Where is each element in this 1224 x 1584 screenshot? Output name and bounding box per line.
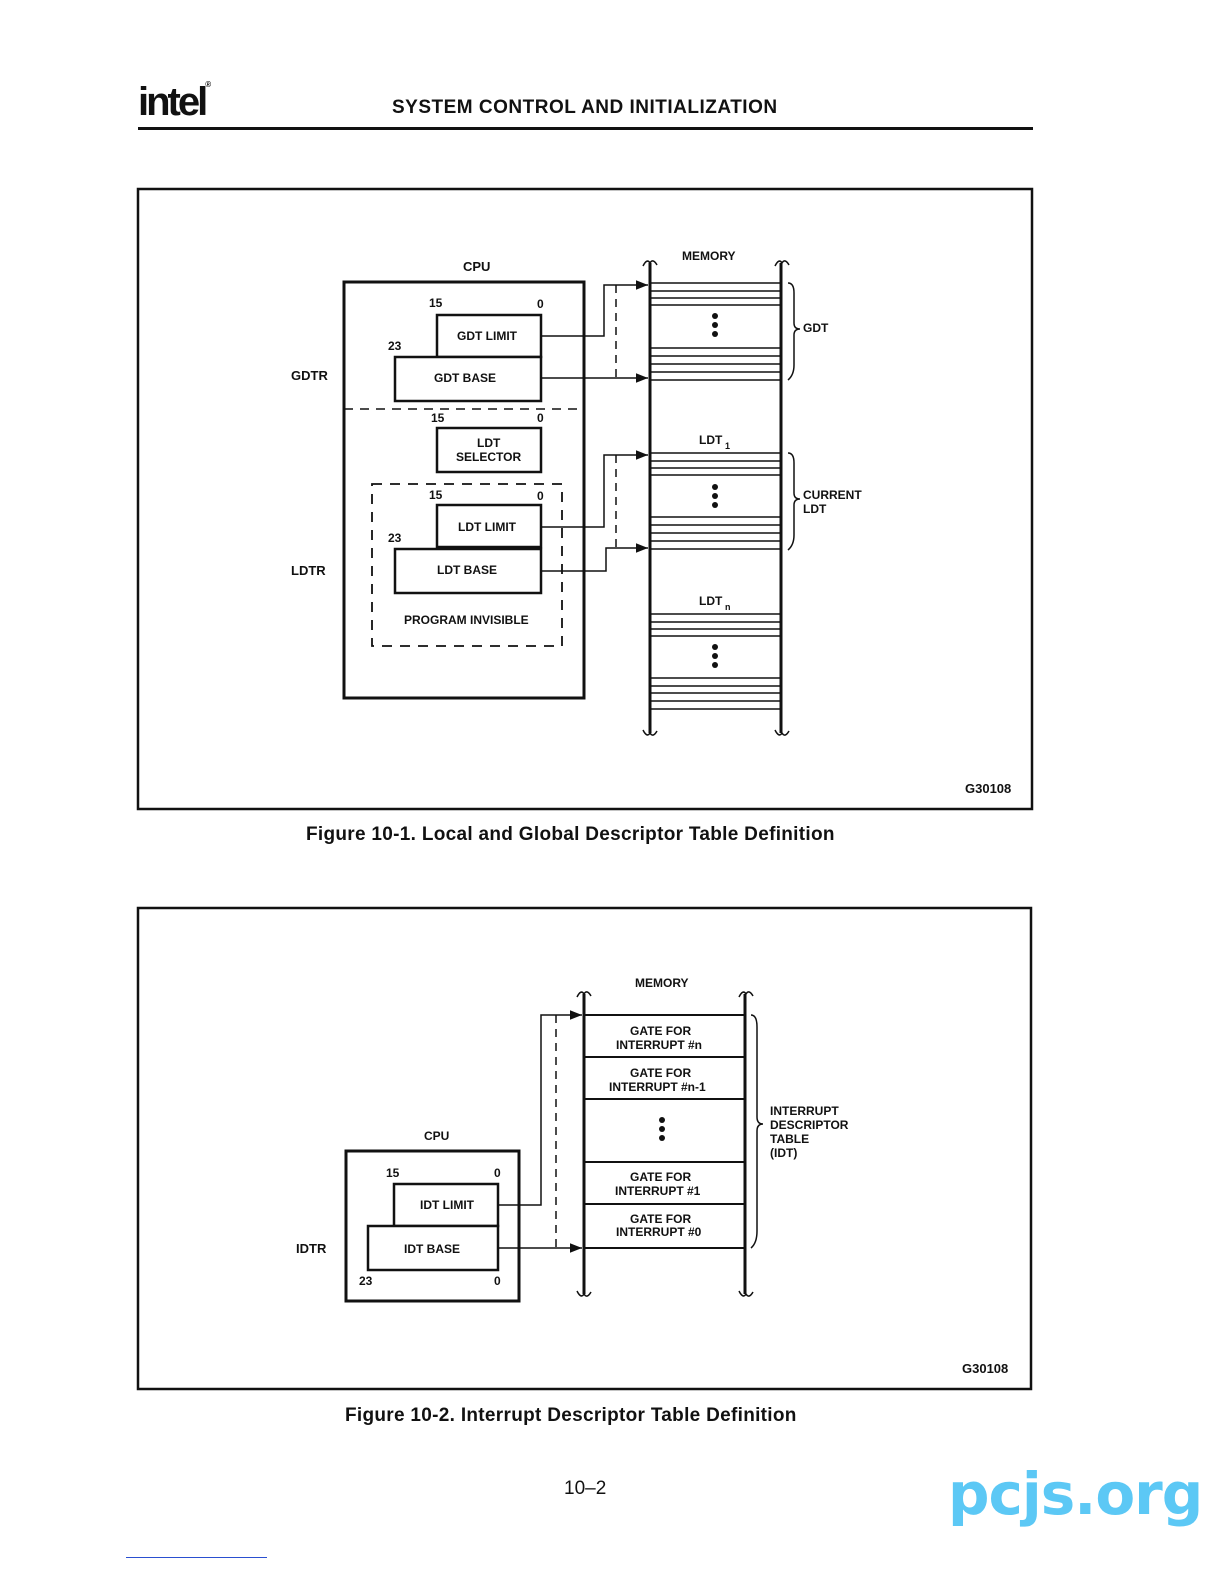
ldt-base-label: LDT BASE [437, 563, 497, 577]
ldt-selector-box [435, 426, 543, 474]
ldt-selector-line2: SELECTOR [456, 450, 521, 464]
gdt-rows [650, 282, 781, 381]
ldt-bit15: 15 [429, 488, 443, 502]
figure-2-frame [136, 906, 1033, 1391]
gdtr-label: GDTR [291, 368, 328, 383]
ldt1-rows [650, 452, 781, 550]
idtr-label: IDTR [296, 1241, 327, 1256]
footer-line [126, 1557, 267, 1558]
current-ldt-brace [787, 452, 801, 551]
figure-1-caption: Figure 10-1. Local and Global Descriptor… [306, 824, 835, 845]
fig1-cpu-box [342, 280, 586, 700]
page-header-title: SYSTEM CONTROL AND INITIALIZATION [392, 97, 778, 118]
idt-rows [584, 1014, 745, 1249]
gate-1-line2: INTERRUPT #1 [615, 1184, 701, 1198]
gdt-brace [787, 282, 801, 381]
idt-base-label: IDT BASE [404, 1242, 460, 1256]
idt-bit15: 15 [386, 1166, 400, 1180]
header-rule [138, 127, 1033, 130]
ldtsel-bit15: 15 [431, 411, 445, 425]
fig1-connectors [541, 280, 648, 572]
idt-limit-label: IDT LIMIT [420, 1198, 475, 1212]
fig1-cpu-label: CPU [463, 259, 490, 274]
idt-bit0: 0 [494, 1166, 501, 1180]
fig2-connectors [498, 1010, 582, 1253]
page-number: 10–2 [564, 1478, 607, 1499]
ldt-bit23: 23 [388, 531, 402, 545]
figure-10-1: CPU GDTR 15 0 23 GDT LIMIT GDT BASE 15 0… [136, 187, 1034, 811]
ldtsel-bit0: 0 [537, 411, 544, 425]
gate-0-line2: INTERRUPT #0 [616, 1225, 702, 1239]
ldt-limit-box [435, 503, 543, 549]
ldtn-label: LDT [699, 594, 723, 608]
figure-10-2: MEMORY GATE FOR INTERRUPT #n GATE FOR IN… [136, 906, 1033, 1391]
gdt-bit23: 23 [388, 339, 402, 353]
idt-label-line3: TABLE [770, 1132, 809, 1146]
gdt-base-label: GDT BASE [434, 371, 496, 385]
gate-n1-line2: INTERRUPT #n-1 [609, 1080, 706, 1094]
ldt1-label: LDT [699, 433, 723, 447]
fig1-code: G30108 [965, 781, 1011, 796]
gate-n-line2: INTERRUPT #n [616, 1038, 702, 1052]
fig2-code: G30108 [962, 1361, 1008, 1376]
fig2-cpu-box [344, 1149, 521, 1303]
gate-n-line1: GATE FOR [630, 1024, 691, 1038]
fig2-memory-label: MEMORY [635, 976, 689, 990]
ldt-bit0: 0 [537, 489, 544, 503]
gdt-limit-label: GDT LIMIT [457, 329, 518, 343]
idt-base-box [366, 1224, 500, 1272]
idt-label-line4: (IDT) [770, 1146, 797, 1160]
gate-n1-line1: GATE FOR [630, 1066, 691, 1080]
idt-brace [750, 1014, 764, 1249]
current-ldt-line2: LDT [803, 502, 827, 516]
program-invisible-label: PROGRAM INVISIBLE [404, 613, 529, 627]
figure-1-frame [136, 187, 1034, 811]
current-ldt-line1: CURRENT [803, 488, 862, 502]
idt-label-line2: DESCRIPTOR [770, 1118, 849, 1132]
gate-0-line1: GATE FOR [630, 1212, 691, 1226]
idt-label-line1: INTERRUPT [770, 1104, 839, 1118]
ldtr-label: LDTR [291, 563, 326, 578]
pcjs-watermark: pcjs.org [948, 1460, 1203, 1528]
fig2-cpu-label: CPU [424, 1129, 449, 1143]
ldtn-rows [650, 613, 781, 710]
idt-base-bit0: 0 [494, 1274, 501, 1288]
intel-logo: intel® [138, 80, 212, 124]
gdt-bit15: 15 [429, 296, 443, 310]
ldt-limit-label: LDT LIMIT [458, 520, 517, 534]
figure-2-caption: Figure 10-2. Interrupt Descriptor Table … [345, 1405, 797, 1426]
gdt-base-box [393, 355, 543, 403]
idt-bit23: 23 [359, 1274, 373, 1288]
idt-limit-box [392, 1182, 500, 1228]
gdt-label: GDT [803, 321, 829, 335]
ldtn-subscript: n [725, 602, 731, 612]
program-invisible-box [371, 483, 563, 647]
fig1-memory-label: MEMORY [682, 249, 736, 263]
gate-1-line1: GATE FOR [630, 1170, 691, 1184]
ldt-selector-line1: LDT [477, 436, 501, 450]
ldt1-subscript: 1 [725, 441, 730, 451]
gdt-bit0: 0 [537, 297, 544, 311]
